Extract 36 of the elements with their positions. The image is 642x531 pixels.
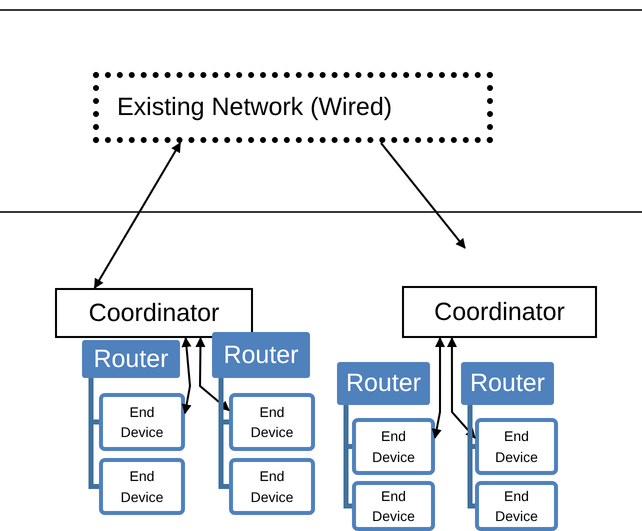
node-label: Existing Network (Wired) bbox=[117, 93, 392, 122]
node-label: Router bbox=[470, 369, 546, 398]
node-label: End Device bbox=[120, 467, 164, 506]
end-device-box bbox=[475, 418, 558, 475]
coordinator-box bbox=[55, 288, 253, 338]
arrow bbox=[446, 337, 476, 439]
node-label: Router bbox=[346, 369, 422, 398]
end-device-box bbox=[229, 393, 315, 451]
arrow bbox=[432, 337, 446, 439]
arrow bbox=[380, 142, 466, 249]
node-label: End Device bbox=[120, 402, 164, 442]
end-device-box bbox=[475, 481, 558, 531]
node-label: Coordinator bbox=[434, 298, 565, 326]
router-box bbox=[461, 362, 554, 405]
node-label: Router bbox=[223, 340, 299, 370]
network-box bbox=[93, 72, 493, 143]
end-device-box bbox=[99, 393, 185, 451]
node-label: End Device bbox=[250, 402, 294, 442]
node-label: End Device bbox=[371, 486, 416, 526]
node-label: Router bbox=[93, 344, 169, 374]
arrow bbox=[195, 337, 230, 412]
router-box bbox=[337, 362, 430, 405]
router-box bbox=[212, 332, 310, 378]
end-device-box bbox=[99, 458, 185, 515]
node-label: End Device bbox=[494, 427, 539, 466]
node-label: Coordinator bbox=[88, 298, 220, 328]
arrow bbox=[182, 337, 192, 414]
node-label: End Device bbox=[371, 427, 416, 466]
router-box bbox=[82, 340, 180, 378]
end-device-box bbox=[229, 458, 315, 515]
end-device-box bbox=[352, 481, 435, 531]
node-label: End Device bbox=[494, 486, 539, 526]
arrow bbox=[94, 142, 182, 289]
coordinator-box bbox=[402, 286, 597, 338]
end-device-box bbox=[352, 418, 435, 475]
node-label: End Device bbox=[250, 467, 294, 506]
